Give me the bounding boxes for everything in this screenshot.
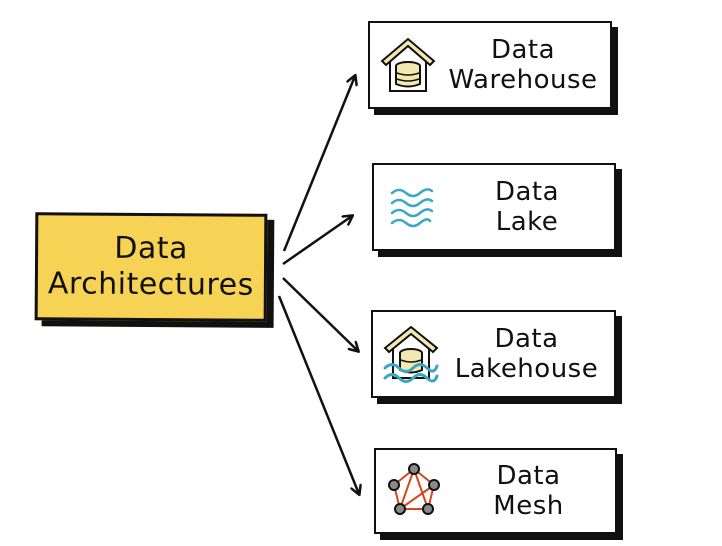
node-data-lake: Data Lake	[372, 163, 616, 251]
arrow-to-mesh	[277, 295, 359, 494]
root-node-data-architectures: Data Architectures	[34, 212, 268, 322]
node-label-line1: Data	[490, 35, 556, 65]
waves-icon	[390, 188, 434, 228]
node-label-line2: Mesh	[493, 491, 564, 521]
lakehouse-icon	[383, 325, 439, 383]
warehouse-icon	[380, 37, 436, 92]
node-label-line1: Data	[494, 177, 560, 207]
node-label-line2: Warehouse	[448, 65, 598, 95]
arrow-to-lakehouse	[282, 277, 358, 351]
node-data-lakehouse: Data Lakehouse	[371, 310, 616, 398]
mesh-network-icon	[388, 463, 440, 515]
node-data-mesh: Data Mesh	[374, 448, 617, 534]
node-label-line2: Lake	[495, 207, 559, 237]
arrow-to-lake	[282, 216, 352, 266]
node-data-warehouse: Data Warehouse	[368, 21, 612, 109]
root-label-line2: Architectures	[47, 266, 254, 303]
arrow-to-warehouse	[282, 76, 355, 252]
node-label-line2: Lakehouse	[454, 354, 599, 384]
node-label-line1: Data	[494, 324, 559, 354]
node-label-line1: Data	[496, 461, 561, 491]
root-label-line1: Data	[114, 230, 189, 267]
